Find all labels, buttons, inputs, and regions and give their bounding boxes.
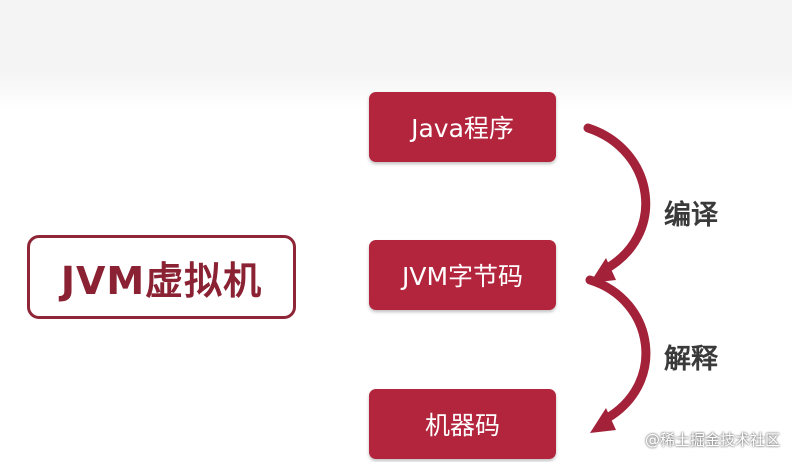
- step-machine-code: 机器码: [369, 389, 556, 459]
- step-java-program: Java程序: [369, 92, 556, 162]
- jvm-box-label: JVM虚拟机: [60, 258, 263, 303]
- interpret-label: 解释: [664, 344, 718, 375]
- watermark: @稀土掘金技术社区: [644, 431, 780, 449]
- jvm-virtual-machine-box: JVM虚拟机: [27, 235, 296, 319]
- compile-arrowhead-icon: [590, 258, 616, 283]
- interpret-arrowhead-icon: [590, 408, 616, 433]
- step-label: 机器码: [424, 411, 500, 440]
- step-label: JVM字节码: [401, 262, 524, 291]
- compile-label: 编译: [664, 200, 718, 231]
- interpret-arrow-icon: [585, 275, 651, 425]
- compile-arrow-icon: [583, 123, 651, 275]
- step-label: Java程序: [411, 114, 514, 143]
- step-jvm-bytecode: JVM字节码: [369, 240, 556, 310]
